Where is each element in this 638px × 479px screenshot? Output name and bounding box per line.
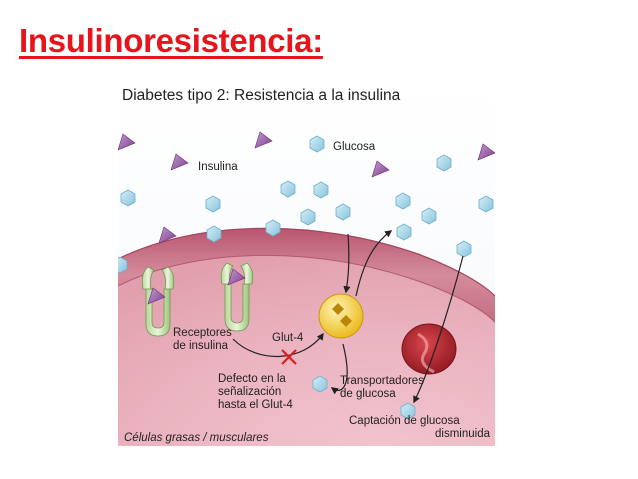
label-glucose: Glucosa (333, 141, 376, 153)
defect-cross-icon (281, 349, 297, 365)
label-receptors-1: Receptores (173, 327, 232, 339)
label-insulin: Insulina (198, 161, 238, 173)
insulin-resistance-diagram: Glucosa Insulina Receptores de insulina … (118, 84, 495, 446)
label-defect-3: hasta el Glut-4 (218, 399, 293, 411)
insulin-receptor-2 (220, 262, 254, 332)
insulin-receptor-1 (141, 266, 175, 337)
label-transporters-2: de glucosa (340, 388, 396, 400)
label-defect-1: Defecto en la (218, 373, 286, 385)
label-cells: Células grasas / musculares (124, 432, 269, 444)
transport-arrow (330, 343, 348, 395)
label-transporters-1: Transportadores (340, 375, 424, 387)
label-uptake-2: disminuida (435, 428, 491, 440)
slide-title: Insulinoresistencia: (19, 22, 323, 59)
label-defect-2: señalización (218, 386, 281, 398)
cell-membrane (118, 228, 495, 322)
glucose-out-arrow (355, 230, 393, 297)
red-blood-cell (401, 323, 457, 375)
label-uptake-1: Captación de glucosa (349, 415, 460, 427)
label-receptors-2: de insulina (173, 340, 229, 352)
glucose-in-arrow (343, 233, 351, 294)
label-glut4: Glut-4 (272, 332, 304, 344)
figure-title: Diabetes tipo 2: Resistencia a la insuli… (122, 87, 401, 104)
uptake-arrow (413, 255, 464, 404)
signal-arrow (232, 332, 324, 358)
glut4-transporter (318, 293, 364, 339)
cell-body (118, 243, 495, 446)
